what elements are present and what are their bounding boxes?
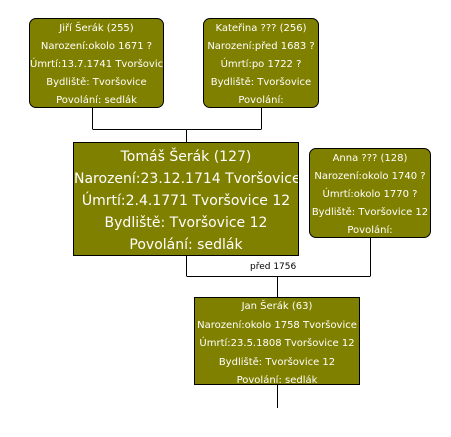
person-birth: Narození:okolo 1740 ? — [314, 171, 426, 182]
person-box-katerina[interactable]: Kateřina ??? (256) Narození:před 1683 ? … — [203, 18, 319, 108]
person-occupation: Povolání: — [347, 225, 393, 236]
person-birth: Narození:okolo 1758 Tvoršovice — [197, 319, 357, 331]
person-occupation: Povolání: sedlák — [129, 237, 243, 253]
person-death: Úmrtí:okolo 1770 ? — [322, 189, 418, 200]
person-death: Úmrtí:po 1722 ? — [220, 59, 302, 70]
person-residence: Bydliště: Tvoršovice — [210, 77, 312, 88]
person-residence: Bydliště: Tvoršovice 12 — [104, 215, 268, 231]
person-occupation: Povolání: sedlák — [56, 95, 137, 106]
person-name: Tomáš Šerák (127) — [120, 149, 252, 165]
person-birth: Narození:23.12.1714 Tvoršovice — [74, 171, 298, 187]
person-name: Jiří Šerák (255) — [59, 23, 134, 34]
person-box-jan[interactable]: Jan Šerák (63) Narození:okolo 1758 Tvorš… — [194, 297, 360, 386]
person-name: Jan Šerák (63) — [241, 301, 313, 312]
person-death: Úmrtí:2.4.1771 Tvoršovice 12 — [81, 193, 291, 209]
person-box-tomas[interactable]: Tomáš Šerák (127) Narození:23.12.1714 Tv… — [73, 142, 299, 256]
person-box-anna[interactable]: Anna ??? (128) Narození:okolo 1740 ? Úmr… — [309, 148, 431, 238]
person-residence: Bydliště: Tvoršovice 12 — [311, 207, 429, 218]
marriage-date: před 1756 — [250, 262, 297, 272]
person-residence: Bydliště: Tvoršovice — [46, 77, 147, 88]
person-box-jiri[interactable]: Jiří Šerák (255) Narození:okolo 1671 ? Ú… — [29, 18, 164, 108]
person-residence: Bydliště: Tvoršovice 12 — [218, 356, 336, 368]
person-name: Anna ??? (128) — [332, 153, 408, 164]
person-birth: Narození:okolo 1671 ? — [40, 41, 153, 52]
person-name: Kateřina ??? (256) — [215, 23, 307, 34]
person-birth: Narození:před 1683 ? — [207, 41, 315, 52]
person-occupation: Povolání: sedlák — [236, 375, 318, 386]
person-occupation: Povolání: — [238, 95, 284, 106]
person-death: Úmrtí:23.5.1808 Tvoršovice 12 — [199, 338, 355, 349]
person-death: Úmrtí:13.7.1741 Tvoršovice — [30, 59, 163, 70]
